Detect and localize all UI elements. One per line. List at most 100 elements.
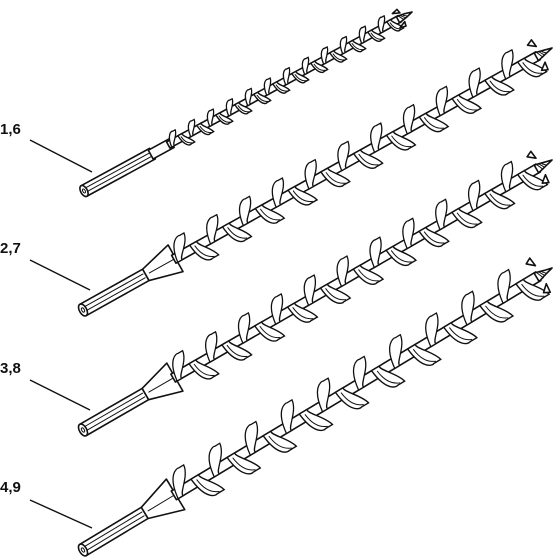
lead-screw-thread xyxy=(400,15,406,19)
flute-crease xyxy=(294,74,307,82)
flute-back xyxy=(237,311,251,345)
flute-front xyxy=(195,122,215,136)
flute-back xyxy=(402,103,416,135)
flute-back xyxy=(500,160,514,193)
flute-back xyxy=(303,274,317,307)
flute-crease xyxy=(358,269,379,282)
flute-back xyxy=(238,195,252,227)
flute-back xyxy=(377,14,386,35)
flute-front xyxy=(516,57,548,78)
flute-back xyxy=(435,198,448,231)
flute-front xyxy=(418,226,450,248)
flute-crease xyxy=(391,250,412,263)
flute-front xyxy=(221,221,253,243)
flute-front-group xyxy=(190,278,551,497)
shank-end xyxy=(77,303,89,317)
flute-crease xyxy=(412,349,437,362)
flute-front-group xyxy=(188,57,548,261)
lead-screw-thread xyxy=(541,163,547,166)
bit-body xyxy=(79,8,413,198)
flute-front xyxy=(252,91,272,105)
flute-front xyxy=(220,339,253,361)
shank-facet-line xyxy=(87,515,145,551)
flute-back xyxy=(339,35,348,55)
flute-front xyxy=(188,358,220,380)
drill-bit-3 xyxy=(77,150,553,437)
flute-back-group xyxy=(168,14,386,149)
flute-front xyxy=(309,59,329,74)
flute-front xyxy=(483,188,516,210)
flute-crease xyxy=(325,288,347,301)
leader-line-bit-3 xyxy=(29,379,91,411)
cutting-spur xyxy=(541,173,550,184)
flute-back xyxy=(389,333,403,370)
flute-front xyxy=(418,111,450,133)
flute-front xyxy=(516,169,549,191)
lead-screw-thread xyxy=(398,15,405,21)
flute-crease xyxy=(456,212,478,225)
shank-end xyxy=(79,184,89,198)
drill-bit-4 xyxy=(77,257,553,557)
leader-line-bit-1 xyxy=(29,139,93,173)
flute-front xyxy=(478,299,515,323)
flute-back xyxy=(468,67,481,99)
flute-front-group xyxy=(176,18,405,146)
flute-back xyxy=(270,293,284,326)
flute-front xyxy=(286,301,319,323)
flute-crease xyxy=(232,457,256,471)
flute-front xyxy=(514,278,551,301)
flute-back xyxy=(187,118,196,138)
flute-back xyxy=(352,355,367,392)
flute-crease xyxy=(292,307,314,320)
flute-back xyxy=(244,87,253,107)
flute-crease xyxy=(218,115,231,123)
flute-front xyxy=(406,343,442,366)
flute-crease xyxy=(259,326,281,339)
cone-line xyxy=(148,258,175,274)
flute-front xyxy=(483,75,515,96)
flute-crease xyxy=(370,32,383,40)
flute-front xyxy=(334,386,370,410)
flute-crease xyxy=(332,53,345,61)
shank-facet-line xyxy=(87,277,146,311)
drill-bit-1 xyxy=(79,8,413,198)
leader-line-bit-4 xyxy=(29,499,93,529)
flute-front xyxy=(290,70,310,84)
flute-back xyxy=(206,213,219,245)
shank-center xyxy=(80,307,86,313)
flute-crease xyxy=(376,370,401,384)
bit-body xyxy=(77,150,553,437)
flute-back xyxy=(244,420,259,457)
shank-end xyxy=(77,423,89,437)
flute-front xyxy=(319,166,351,188)
flute-crease xyxy=(325,172,346,184)
flute-back xyxy=(271,177,284,209)
shank-center xyxy=(80,427,86,433)
flute-crease xyxy=(180,136,193,144)
flute-front xyxy=(366,28,386,42)
flute-back xyxy=(369,236,382,269)
flute-crease xyxy=(351,42,364,51)
leader-line-bit-2 xyxy=(29,259,91,291)
flute-back xyxy=(461,290,475,326)
flute-crease xyxy=(391,135,412,148)
callout-label-bit-4: 4,9 xyxy=(0,479,21,496)
flute-back xyxy=(358,25,367,45)
flute-crease xyxy=(194,245,215,258)
callout-label-bit-3: 3,8 xyxy=(0,360,21,377)
flute-back xyxy=(225,97,234,117)
flute-front xyxy=(188,240,220,261)
bit-body xyxy=(77,39,553,317)
shank-facet-line xyxy=(87,155,153,192)
flute-front xyxy=(287,185,319,206)
flute-front xyxy=(328,49,348,63)
flute-back xyxy=(304,158,317,190)
callout-label-bit-2: 2,7 xyxy=(0,240,21,257)
flute-crease xyxy=(424,117,445,129)
flute-back xyxy=(280,398,295,435)
shank-facet-line xyxy=(84,392,144,427)
cutting-spur xyxy=(540,61,549,72)
flute-back xyxy=(501,48,514,80)
lead-screw-thread xyxy=(536,164,544,170)
flute-crease xyxy=(485,305,509,319)
